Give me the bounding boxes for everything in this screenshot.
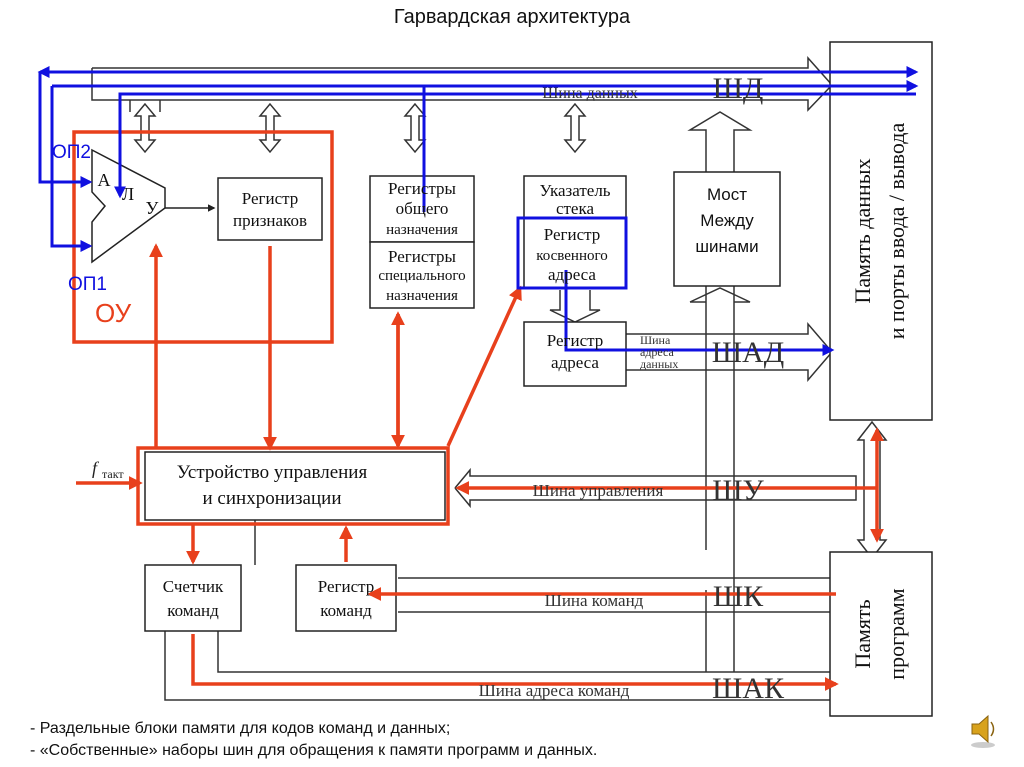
address-register-box: [523, 321, 627, 387]
program-counter-line-2: команд: [167, 601, 219, 620]
data-memory-box: [829, 41, 933, 421]
block-labels: А Л У Регистр признаков Регистры общего …: [98, 123, 910, 680]
data-memory-line-2: и порты ввода / вывода: [884, 123, 909, 340]
command-register-line-2: команд: [320, 601, 372, 620]
command-bus-abbr: ШК: [713, 580, 764, 613]
stack-pointer-box: [523, 175, 627, 289]
control-bus-name: Шина управления: [533, 481, 664, 500]
control-bus-abbr: ШУ: [712, 474, 764, 507]
flags-register-box: [217, 177, 323, 241]
command-addr-bus-name: Шина адреса команд: [479, 681, 630, 700]
data-memory-line-1: Память данных: [850, 158, 875, 303]
bridge-line-1: Мост: [707, 185, 747, 204]
region-labels: ОП2 ОП1 ОУ: [52, 142, 132, 328]
flags-register-line-1: Регистр: [242, 189, 299, 208]
control-unit-line-2: и синхронизации: [203, 488, 342, 509]
alu-l-label: Л: [122, 184, 134, 204]
command-addr-bus-abbr: ШАК: [712, 672, 785, 705]
clock-subscript: такт: [102, 467, 124, 481]
page-title: Гарвардская архитектура: [393, 6, 631, 28]
stack-data-arrow: [563, 102, 587, 154]
gpr-line-2: общего: [396, 199, 449, 218]
blue-annotations: [37, 66, 919, 356]
bridge-up-arrow: [687, 111, 753, 172]
speaker-icon[interactable]: [968, 712, 998, 748]
alu-a-label: А: [98, 170, 111, 190]
addr-bus-abbr: ШАД: [712, 336, 784, 369]
op2-label: ОП2: [52, 142, 91, 163]
ou-frame: [72, 130, 334, 344]
command-bus-name: Шина команд: [545, 591, 644, 610]
addr-bus-name-2: адреса: [640, 345, 675, 359]
spr-line-3: назначения: [386, 288, 458, 304]
indirect-address-frame: [516, 216, 628, 290]
stack-addr-arrow: [549, 290, 601, 323]
gpr-line-1: Регистры: [388, 179, 457, 198]
spr-line-1: Регистры: [388, 247, 457, 266]
spr-line-2: специального: [378, 268, 465, 284]
indirect-register-line-1: Регистр: [544, 225, 601, 244]
program-counter-box: [144, 564, 242, 632]
indirect-register-line-3: адреса: [548, 265, 596, 284]
ou-label: ОУ: [95, 298, 132, 328]
addr-bus-name-1: Шина: [640, 333, 671, 347]
op1-label: ОП1: [68, 274, 107, 295]
program-memory-line-2: программ: [884, 588, 909, 679]
clock-label: f такт: [92, 458, 124, 481]
alu-bus-stub: [129, 100, 161, 112]
bridge-box: [673, 171, 781, 287]
data-bus-name: Шина данных: [542, 85, 637, 102]
program-memory-box: [829, 551, 933, 717]
address-register-line-2: адреса: [551, 353, 599, 372]
note-line-1: - Раздельные блоки памяти для кодов кома…: [30, 720, 451, 737]
special-registers-box: [369, 241, 475, 309]
red-annotations: [72, 130, 884, 691]
alu-data-arrow: [133, 102, 157, 154]
command-register-line-1: Регистр: [318, 577, 375, 596]
indirect-register-line-2: косвенного: [536, 248, 608, 264]
stack-pointer-line-2: стека: [556, 199, 595, 218]
blocks: [91, 41, 933, 717]
notes: - Раздельные блоки памяти для кодов кома…: [30, 718, 597, 762]
note-line-2: - «Собственные» наборы шин для обращения…: [30, 742, 598, 759]
stack-pointer-line-1: Указатель: [539, 181, 610, 200]
clock-f: f: [92, 458, 100, 478]
address-register-line-1: Регистр: [547, 331, 604, 350]
bus-labels: Шина данных ШД Шина адреса данных ШАД Ши…: [479, 72, 785, 705]
alu-u-label: У: [146, 198, 159, 218]
bridge-labels: Мост Между шинами: [695, 185, 758, 256]
control-unit-line-1: Устройство управления: [177, 462, 368, 483]
bridge-line-2: Между: [700, 211, 754, 230]
control-unit-box: [144, 451, 446, 521]
flags-data-arrow: [258, 102, 282, 154]
bridge-down-arrow: [689, 286, 751, 590]
flags-register-line-2: признаков: [233, 211, 307, 230]
command-register-box: [295, 564, 397, 632]
program-memory-line-1: Память: [850, 599, 875, 668]
gpr-data-arrow: [403, 102, 427, 154]
addr-bus-name-3: данных: [640, 357, 678, 371]
data-bus-abbr: ШД: [713, 72, 764, 105]
gpr-line-3: назначения: [386, 222, 458, 238]
memory-link-arrow: [856, 420, 888, 560]
program-counter-line-1: Счетчик: [163, 577, 224, 596]
bridge-line-3: шинами: [695, 237, 758, 256]
